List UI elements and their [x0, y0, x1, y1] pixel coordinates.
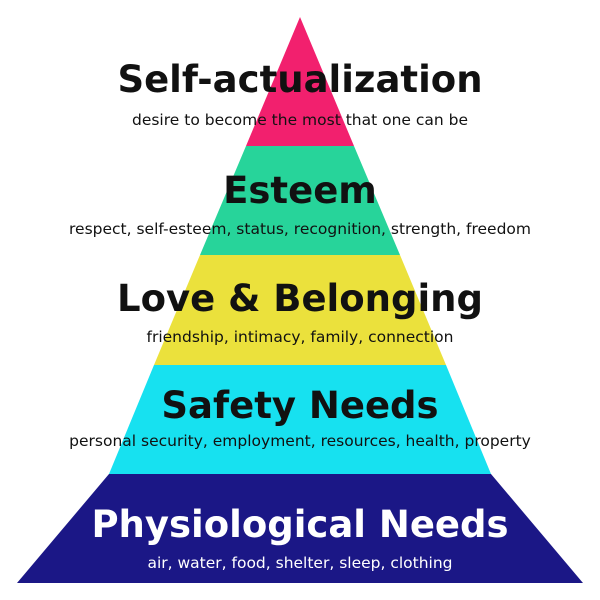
- band-love-belonging: [154, 255, 446, 365]
- safety-needs-title: Safety Needs: [161, 384, 438, 427]
- love-belonging-description: friendship, intimacy, family, connection: [147, 328, 454, 346]
- pyramid-labels: Self-actualization desire to become the …: [69, 58, 531, 572]
- self-actualization-title: Self-actualization: [117, 58, 482, 101]
- band-esteem: [200, 146, 400, 255]
- physiological-needs-title: Physiological Needs: [91, 503, 508, 546]
- esteem-title: Esteem: [223, 169, 377, 212]
- physiological-needs-description: air, water, food, shelter, sleep, clothi…: [147, 554, 452, 572]
- band-safety-needs: [109, 365, 491, 474]
- band-physiological-needs: [17, 474, 583, 583]
- band-self-actualization: [246, 17, 354, 146]
- self-actualization-description: desire to become the most that one can b…: [132, 111, 468, 129]
- esteem-description: respect, self-esteem, status, recognitio…: [69, 220, 531, 238]
- pyramid-bands: [17, 17, 583, 583]
- safety-needs-description: personal security, employment, resources…: [69, 432, 531, 450]
- love-belonging-title: Love & Belonging: [117, 277, 483, 320]
